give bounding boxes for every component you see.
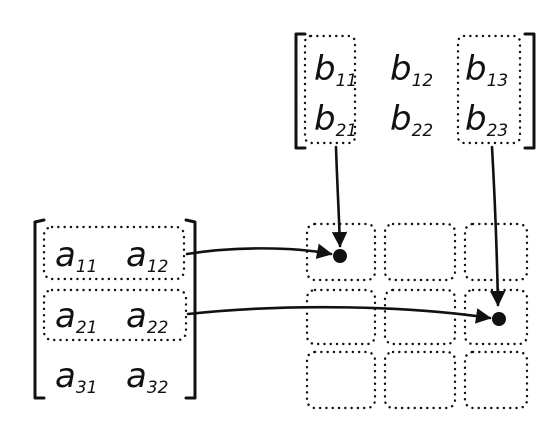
matrix-b-entry-b11: b11 (314, 49, 357, 91)
matrix-a-row-2-highlight (42, 288, 188, 342)
result-grid (305, 222, 529, 410)
arrow-b-col-3-to-cell-2-3 (489, 145, 506, 307)
matrix-a-entry-a22: a22 (126, 296, 168, 338)
result-cell-2-3 (463, 288, 529, 346)
matrix-a: a11 a12 a21 a22 a31 a32 (33, 218, 197, 400)
arrow-b-col-1-to-cell-1-1 (331, 145, 348, 248)
result-dot-cell-2-3 (492, 312, 506, 326)
result-cell-1-2 (383, 222, 457, 282)
matrix-b-right-bracket (523, 32, 536, 150)
result-cell-3-2 (383, 350, 457, 410)
connection-arrows (185, 145, 506, 324)
matrix-a-left-bracket (33, 218, 46, 400)
result-dot-cell-1-1 (333, 249, 347, 263)
arrow-a-row-1-to-cell-1-1 (185, 243, 333, 259)
matrix-b-entry-b13: b13 (465, 49, 508, 91)
result-cell-3-3 (463, 350, 529, 410)
matrix-b-left-bracket (294, 32, 307, 150)
result-cell-3-1 (305, 350, 377, 410)
matrix-a-right-bracket (184, 218, 197, 400)
matrix-a-entry-a31: a31 (55, 356, 97, 398)
matrix-b: b11 b12 b13 b21 b22 b23 (294, 32, 536, 150)
result-cell-2-2 (383, 288, 457, 346)
matrix-a-entry-a12: a12 (126, 235, 168, 277)
matrix-b-entry-b21: b21 (314, 99, 357, 141)
matrix-b-entry-b22: b22 (390, 99, 433, 141)
matrix-a-entry-a21: a21 (55, 296, 97, 338)
matrix-b-entry-b23: b23 (465, 99, 508, 141)
result-cell-1-1 (305, 222, 377, 282)
matrix-b-column-3-highlight (456, 34, 522, 145)
arrow-a-row-2-to-cell-2-3 (186, 305, 492, 324)
matrix-b-entry-b12: b12 (390, 49, 433, 91)
matrix-b-column-1-highlight (303, 34, 357, 145)
matrix-a-entry-a32: a32 (126, 356, 168, 398)
matrix-a-row-1-highlight (42, 225, 186, 281)
result-cell-1-3 (463, 222, 529, 282)
matrix-a-entry-a11: a11 (55, 235, 97, 277)
result-cell-2-1 (305, 288, 377, 346)
